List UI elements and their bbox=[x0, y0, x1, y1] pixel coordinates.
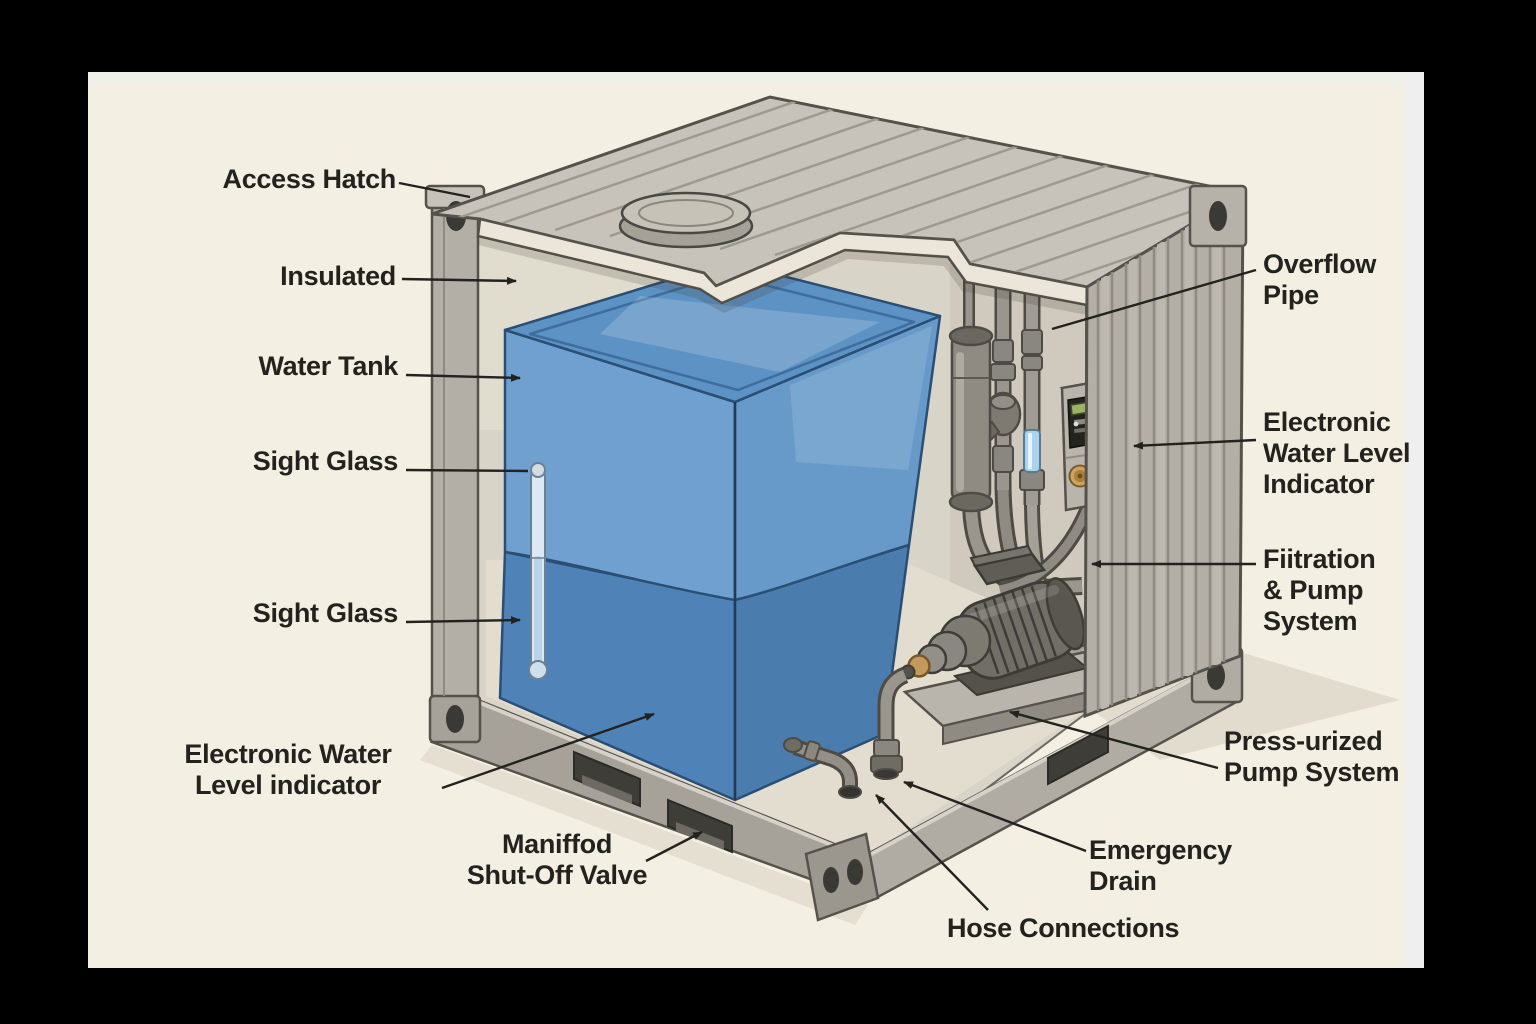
label-line: Shut-Off Valve bbox=[466, 860, 648, 890]
canvas-right-edge bbox=[1406, 72, 1424, 968]
label-sight-glass-upper: Sight Glass bbox=[252, 446, 399, 476]
tank-top-highlight bbox=[600, 296, 880, 372]
leader-sight-glass-upper bbox=[405, 468, 529, 473]
leader-hose bbox=[875, 794, 989, 911]
label-sight-glass-lower: Sight Glass bbox=[252, 598, 399, 628]
label-electronic-water-level-right: Electronic Water Level Indicator bbox=[1263, 407, 1411, 500]
label-line: Electronic bbox=[1263, 407, 1391, 437]
leader-pressurized bbox=[1009, 710, 1219, 770]
pump-motor bbox=[952, 577, 1086, 680]
label-overflow-pipe: Overflow Pipe bbox=[1263, 249, 1376, 311]
pressurized-pump bbox=[870, 544, 1126, 780]
label-line: Pump System bbox=[1224, 757, 1400, 787]
water-tank bbox=[498, 260, 942, 802]
access-hatch-disc bbox=[618, 191, 754, 249]
label-line: Overflow bbox=[1263, 249, 1377, 279]
label-hose-connections: Hose Connections bbox=[947, 913, 1180, 943]
leader-manifold bbox=[645, 830, 703, 863]
leader-emergency bbox=[903, 780, 1087, 853]
label-water-tank: Water Tank bbox=[258, 351, 398, 381]
tank-right-highlight bbox=[790, 326, 932, 470]
label-filtration-pump-system: Fiitration & Pump System bbox=[1263, 544, 1376, 637]
sight-glass-tube bbox=[528, 462, 548, 680]
left-corner-post bbox=[424, 184, 486, 744]
leader-insulated bbox=[401, 276, 517, 285]
leader-sight-glass-lower bbox=[405, 616, 521, 625]
leader-ewli-right bbox=[1133, 438, 1257, 450]
tank-top-face bbox=[503, 260, 942, 404]
label-line: Electronic Water bbox=[184, 739, 392, 769]
label-line: Drain bbox=[1089, 866, 1157, 896]
label-line: Level indicator bbox=[194, 770, 382, 800]
label-line: System bbox=[1263, 606, 1358, 636]
label-line: Indicator bbox=[1263, 469, 1375, 499]
label-manifold-shutoff-valve: Maniffod Shut-Off Valve bbox=[402, 829, 712, 891]
floor-elbow-fitting bbox=[783, 737, 862, 799]
leader-lines bbox=[398, 181, 1257, 911]
label-insulated: Insulated bbox=[280, 261, 396, 291]
label-line: Emergency bbox=[1089, 835, 1232, 865]
label-pressurized-pump-system: Press-urized Pump System bbox=[1224, 726, 1400, 788]
leader-water-tank bbox=[405, 373, 521, 382]
label-line: Press-urized bbox=[1224, 726, 1383, 756]
right-side-wall bbox=[1083, 184, 1248, 719]
label-line: Maniffod bbox=[501, 829, 613, 859]
leader-overflow bbox=[1051, 268, 1257, 331]
hose-nozzle bbox=[870, 739, 903, 780]
label-line: Fiitration bbox=[1263, 544, 1376, 574]
label-electronic-water-level-left: Electronic Water Level indicator bbox=[138, 739, 438, 801]
label-emergency-drain: Emergency Drain bbox=[1089, 835, 1232, 897]
label-access-hatch: Access Hatch bbox=[222, 164, 397, 194]
filter-cylinder bbox=[948, 325, 994, 513]
tank-right-face-upper bbox=[733, 314, 942, 602]
tank-left-face-upper bbox=[503, 328, 737, 602]
leader-access-hatch bbox=[398, 181, 471, 199]
tank-top-rim bbox=[528, 273, 916, 392]
label-line: & Pump bbox=[1263, 575, 1364, 605]
label-line: Pipe bbox=[1263, 280, 1319, 310]
corner-foot bbox=[804, 646, 1244, 922]
wall-corrugation bbox=[1096, 204, 1226, 711]
canvas-top-edge bbox=[88, 72, 1424, 84]
leader-ewli-left bbox=[441, 712, 655, 790]
label-line: Water Level bbox=[1263, 438, 1411, 468]
